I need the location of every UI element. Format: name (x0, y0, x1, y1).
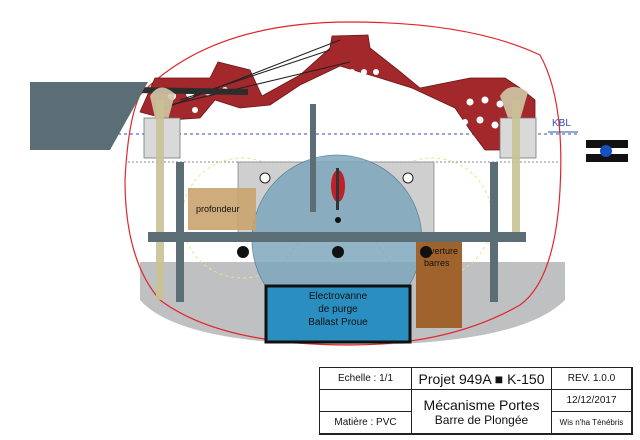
label-ouverture: ouverture (420, 246, 459, 256)
rod-right (512, 100, 520, 240)
valve-label-line3: Ballast Proue (308, 317, 368, 328)
title-block: Echelle : 1/1 Matière : PVC Projet 949A … (319, 367, 633, 435)
servo-depth (188, 188, 256, 230)
horizontal-bar (148, 232, 526, 242)
scale-cell: Echelle : 1/1 (320, 368, 412, 390)
valve-label-line2: de purge (318, 304, 358, 315)
drawing-title-line1: Mécanisme Portes (423, 396, 540, 413)
project-cell: Projet 949A ■ K-150 (412, 368, 552, 390)
disk-hole-left (237, 246, 249, 258)
plate-hole-1 (259, 172, 271, 184)
axis-symbol-bottom (586, 154, 628, 162)
author-cell: Wis n'ha Ténébris (552, 412, 632, 434)
disk-hole-right (420, 246, 432, 258)
hull-outline (124, 21, 562, 346)
rod-left (156, 100, 164, 300)
axis-symbol-dot (600, 145, 612, 157)
actuator-rod (336, 168, 339, 210)
drawing-title-line2: Barre de Plongée (434, 412, 529, 427)
axis-symbol-top (586, 140, 628, 148)
drawing-title-cell: Mécanisme Portes Barre de Plongée (412, 390, 552, 434)
dive-plane-left (30, 82, 148, 150)
push-rod (134, 87, 249, 95)
material-cell: Matière : PVC (320, 412, 412, 434)
label-barres: barres (424, 258, 450, 268)
label-kbl: KBL (552, 118, 571, 129)
plate-hole-2 (402, 172, 414, 184)
revision-cell: REV. 1.0.0 (552, 368, 632, 390)
label-profondeur: profondeur (196, 204, 240, 214)
projection-cell (320, 390, 412, 412)
disk-hole-top (335, 217, 341, 223)
disk-hole-center (332, 246, 344, 258)
valve-label-line1: Electrovanne (308, 291, 368, 302)
valve-label: Electrovanne de purge Ballast Proue (268, 290, 408, 329)
purge-valve (264, 284, 412, 344)
center-rod (310, 104, 316, 212)
date-cell: 12/12/2017 (552, 390, 632, 412)
